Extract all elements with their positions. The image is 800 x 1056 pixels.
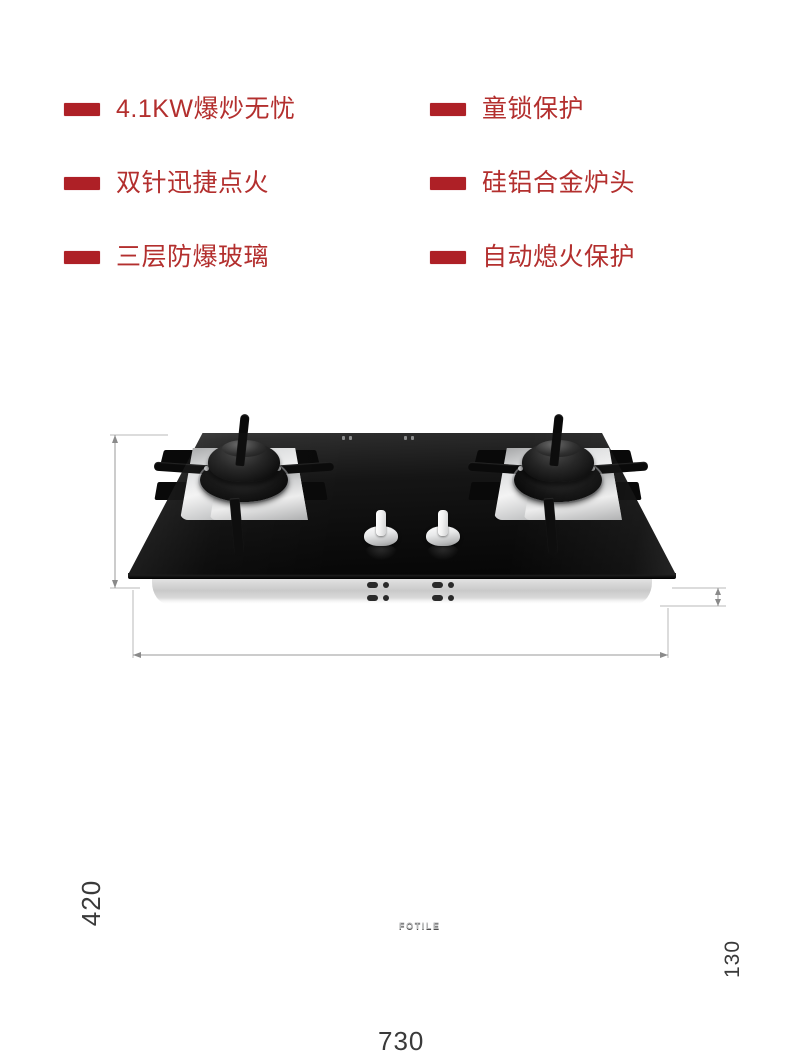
feature-item: 童锁保护: [430, 72, 635, 146]
feature-item: 硅铝合金炉头: [430, 146, 635, 220]
vent-hole: [367, 595, 378, 601]
red-dash-bullet-icon: [64, 250, 100, 264]
left-burner: [153, 413, 335, 557]
vent-hole: [432, 595, 443, 601]
knob-base: [364, 526, 398, 546]
feature-label: 硅铝合金炉头: [482, 168, 636, 197]
red-dash-bullet-icon: [430, 176, 466, 190]
feature-column-right: 童锁保护 硅铝合金炉头 自动熄火保护: [430, 72, 635, 294]
gas-cooktop-product-image: [0, 400, 800, 690]
right-burner-knob[interactable]: [426, 510, 460, 560]
knob-pointer: [376, 510, 386, 536]
vent-holes-left: [367, 582, 389, 601]
knob-reflection: [427, 544, 459, 560]
feature-label: 三层防爆玻璃: [116, 242, 270, 271]
feature-label: 4.1KW爆炒无忧: [116, 94, 296, 123]
feature-item: 自动熄火保护: [430, 220, 635, 294]
knob-index-mark-right: [404, 436, 414, 440]
knob-index-mark-left: [342, 436, 352, 440]
height-dimension-label: 420: [76, 879, 107, 927]
right-burner: [467, 413, 649, 557]
left-burner-knob[interactable]: [364, 510, 398, 560]
glass-front-edge: [128, 573, 676, 579]
vent-hole: [383, 595, 389, 601]
fotile-brand-logo: FOTILE: [399, 921, 441, 931]
igniter-electrode-icon: [518, 466, 523, 471]
knob-base: [426, 526, 460, 546]
feature-item: 4.1KW爆炒无忧: [64, 72, 296, 146]
feature-list: 4.1KW爆炒无忧 双针迅捷点火 三层防爆玻璃 童锁保护 硅铝合金炉头 自动熄火…: [0, 72, 800, 282]
knob-pointer: [438, 510, 448, 536]
feature-item: 三层防爆玻璃: [64, 220, 296, 294]
knob-reflection: [365, 544, 397, 560]
red-dash-bullet-icon: [64, 176, 100, 190]
feature-column-left: 4.1KW爆炒无忧 双针迅捷点火 三层防爆玻璃: [64, 72, 296, 294]
vent-holes-right: [432, 582, 454, 601]
vent-hole: [432, 582, 443, 588]
feature-label: 双针迅捷点火: [116, 168, 270, 197]
red-dash-bullet-icon: [430, 102, 466, 116]
vent-hole: [367, 582, 378, 588]
igniter-electrode-icon: [204, 466, 209, 471]
feature-item: 双针迅捷点火: [64, 146, 296, 220]
depth-dimension-label: 130: [721, 939, 744, 978]
red-dash-bullet-icon: [430, 250, 466, 264]
width-dimension-label: 730: [378, 1026, 425, 1056]
vent-hole: [383, 582, 389, 588]
red-dash-bullet-icon: [64, 102, 100, 116]
vent-hole: [448, 582, 454, 588]
product-dimension-diagram: FOTILE 420 730 130: [0, 400, 800, 1054]
vent-hole: [448, 595, 454, 601]
feature-label: 自动熄火保护: [482, 242, 636, 271]
feature-label: 童锁保护: [482, 94, 585, 123]
